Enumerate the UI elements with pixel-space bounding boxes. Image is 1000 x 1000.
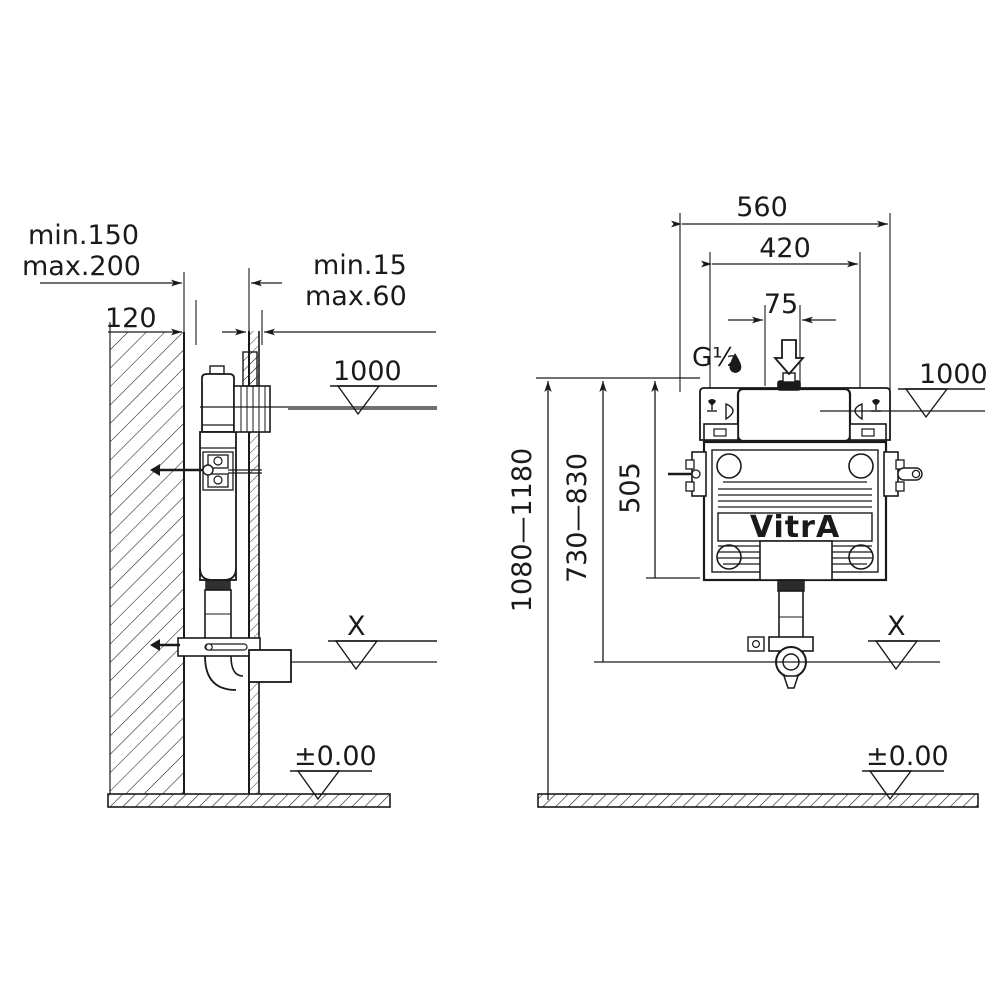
flush-connector-sleeve: [233, 351, 271, 433]
dimension-label-total-height: 1080—1180: [507, 448, 538, 612]
level-marker-zero-right: [862, 770, 944, 801]
water-inlet-arrow: [773, 339, 805, 376]
cistern-main-body: [668, 440, 923, 582]
side-bracket-right: [883, 451, 923, 497]
floor-slab-right: [537, 793, 979, 808]
left-side-section-view: [40, 268, 437, 808]
level-marker-zero-left: [290, 770, 372, 801]
dimension-label-120: 120: [105, 303, 157, 334]
outlet-pipe-front: [747, 579, 814, 689]
pan-connector-elbow: [204, 649, 292, 691]
cistern-top-cap: [699, 372, 891, 443]
wall-section: [109, 332, 185, 794]
dimension-label-505: 505: [615, 462, 646, 514]
water-drop-icon: [729, 353, 742, 373]
dimension-label-min150: min.150: [28, 220, 139, 251]
right-front-elevation-view: [536, 213, 985, 808]
dimension-label-cistern-range: 730—830: [562, 453, 593, 583]
level-label-x-left: X: [347, 611, 366, 642]
side-bracket-left: [668, 451, 707, 497]
fixing-icon-left: [707, 399, 717, 412]
level-label-1000-left: 1000: [333, 356, 402, 387]
dimension-min15-max60: [222, 268, 436, 345]
dimension-min150-max200: [40, 272, 185, 340]
level-label-x-right: X: [887, 611, 906, 642]
dimension-120: [108, 300, 197, 345]
level-label-zero-right: ±0.00: [866, 741, 949, 772]
dimension-label-560: 560: [736, 192, 788, 223]
level-marker-1000-left: [200, 385, 437, 416]
dimension-label-max60: max.60: [305, 281, 407, 312]
level-marker-1000-right: [820, 388, 985, 419]
floor-slab: [107, 793, 391, 808]
dimension-label-max200: max.200: [22, 251, 141, 282]
level-marker-x-left: [291, 640, 437, 671]
bottom-bracket: [150, 637, 261, 657]
vertical-dimensions-right: [536, 377, 700, 800]
water-inlet-thread-label: G½: [692, 343, 737, 373]
level-label-zero-left: ±0.00: [294, 741, 377, 772]
level-label-1000-right: 1000: [919, 359, 988, 390]
dimension-label-min15: min.15: [313, 250, 407, 281]
dimension-label-75: 75: [764, 289, 798, 320]
wall-anchor-upper: [150, 464, 214, 476]
dimension-label-420: 420: [759, 233, 811, 264]
level-marker-x-right: [700, 640, 940, 671]
brand-logo-label: VitrA: [750, 510, 840, 545]
